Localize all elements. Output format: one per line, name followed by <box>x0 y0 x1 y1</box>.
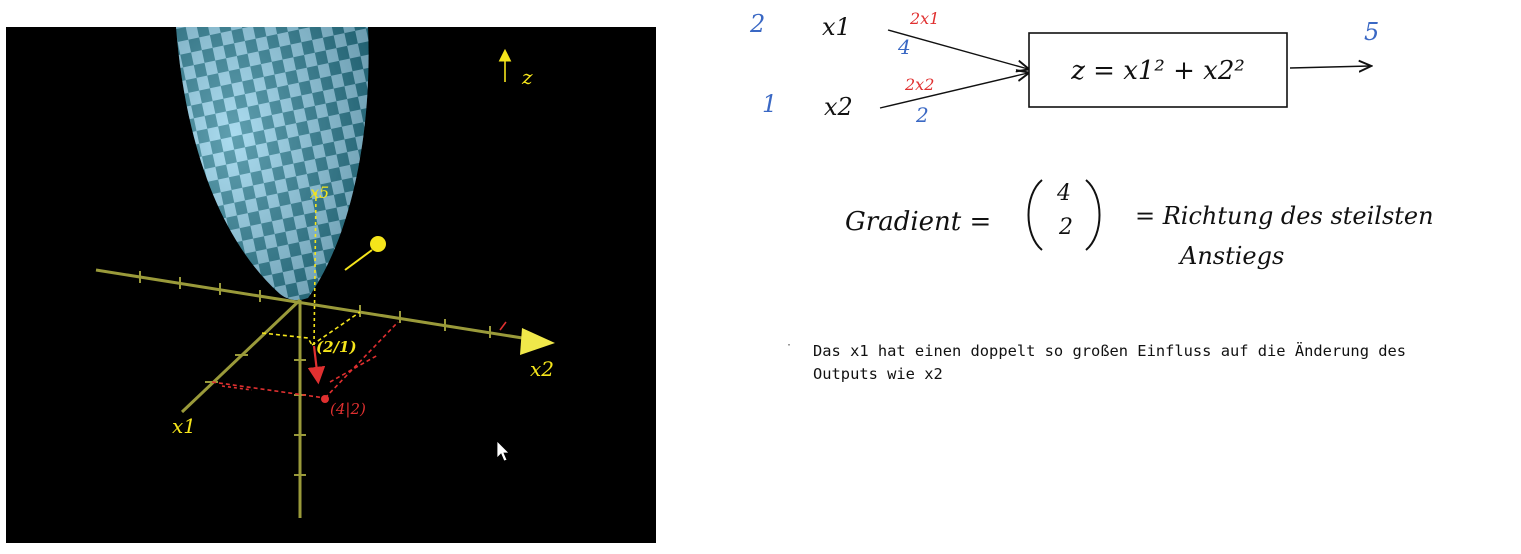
x1-node-label: x1 <box>822 13 851 41</box>
base-point-label: (2/1) <box>316 338 357 356</box>
gradient-description-line2: Anstiegs <box>1178 242 1284 270</box>
gradient-arrow <box>307 345 326 385</box>
gradient-vector-bottom: 2 <box>1058 215 1073 240</box>
edge-x1-to-z <box>887 29 1028 69</box>
height-dashed-line <box>313 191 317 346</box>
sample-point <box>370 236 386 252</box>
note-text: Das x1 hat einen doppelt so großen Einfl… <box>813 342 1407 383</box>
gradient-vector-top: 4 <box>1056 181 1071 206</box>
edge-x2-to-z <box>879 73 1028 109</box>
gradient-point-label: (4|2) <box>330 400 366 418</box>
axis-ticks <box>139 271 491 476</box>
mouse-cursor-icon <box>496 440 510 462</box>
x2-input-value: 1 <box>762 90 777 118</box>
plot-3d-panel: z x1 x2 x5 (2/1) (4|2) <box>6 27 656 543</box>
paraboloid-surface <box>176 27 369 301</box>
computation-graph: 2 1 x1 x2 2x1 2x2 4 2 z = x1² + x2² 5 <box>749 9 1379 127</box>
function-box <box>1028 32 1288 108</box>
x1-partial-derivative: 2x1 <box>909 9 939 28</box>
red-annotations <box>211 321 507 399</box>
gradient-description-line1: = Richtung des steilsten <box>1135 202 1434 230</box>
vector-right-paren <box>1085 179 1101 251</box>
axis-z-label: z <box>521 65 533 89</box>
gradient-label: Gradient = <box>845 207 991 237</box>
function-equation: z = x1² + x2² <box>1070 56 1245 86</box>
axis-x2-label: x2 <box>530 357 554 381</box>
note-bullet: · <box>786 340 793 351</box>
x2-node-label: x2 <box>824 93 853 121</box>
gradient-point <box>321 395 329 403</box>
axis-x2 <box>95 268 536 342</box>
edge-output <box>1289 66 1370 68</box>
axis-x1-label: x1 <box>172 414 196 438</box>
top-point-label: x5 <box>310 183 329 202</box>
output-value: 5 <box>1364 18 1379 46</box>
yellow-annotations <box>261 48 512 346</box>
axis-x2-arrowhead <box>520 328 555 355</box>
gradient-statement: Gradient = 4 2 = Richtung des steilsten … <box>845 179 1434 270</box>
x2-partial-derivative: 2x2 <box>904 75 934 94</box>
x1-gradient-value: 4 <box>897 35 911 59</box>
x1-input-value: 2 <box>749 10 765 38</box>
vector-left-paren <box>1027 179 1043 251</box>
x2-gradient-value: 2 <box>915 103 929 127</box>
